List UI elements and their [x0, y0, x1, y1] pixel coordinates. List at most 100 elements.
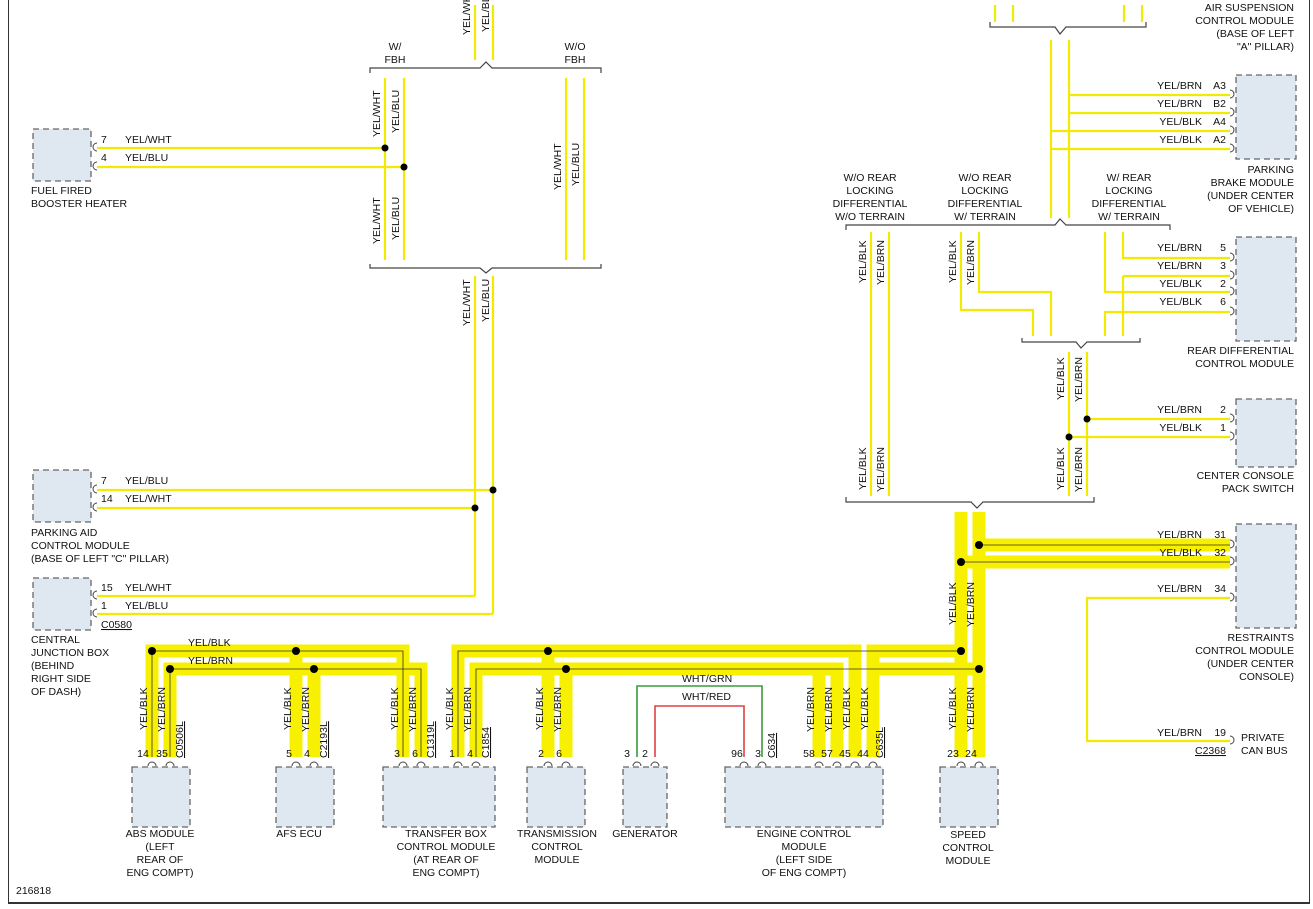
generator-box [622, 766, 668, 828]
svg-text:4: 4 [101, 152, 107, 164]
transmission-module-box [526, 766, 586, 828]
parking-brake-label: PARKING BRAKE MODULE (UNDER CENTER OF VE… [1207, 164, 1294, 215]
svg-text:A2: A2 [1213, 134, 1226, 146]
pin-label-19: 24 [965, 748, 977, 760]
svg-text:W/O: W/O [565, 41, 586, 53]
wire-label-21: YEL/BRN [965, 582, 977, 627]
abs-label: ABS MODULE (LEFT REAR OF ENG COMPT) [126, 828, 195, 879]
brace-bus-bottom [845, 497, 1095, 509]
transfer-box-module-box [382, 766, 496, 828]
ecm-c634-label: C634 [766, 733, 778, 758]
ecm-c635-label: C635L [874, 727, 886, 758]
parking-aid-label: PARKING AID CONTROL MODULE (BASE OF LEFT… [31, 527, 169, 565]
cjb-wire-labels: 15 YEL/WHT 1 YEL/BLU C0580 [101, 582, 172, 631]
abs-module-box [131, 766, 191, 828]
svg-text:CAN BUS: CAN BUS [1241, 745, 1288, 757]
pin-label-17: 44 [857, 748, 869, 760]
pin-label-11: 2 [642, 748, 648, 760]
pin-label-18: 23 [947, 748, 959, 760]
svg-text:(UNDER CENTER: (UNDER CENTER [1207, 658, 1294, 670]
afs-label: AFS ECU [276, 828, 322, 840]
svg-text:YEL/BLU: YEL/BLU [125, 152, 168, 164]
svg-text:W/ TERRAIN: W/ TERRAIN [954, 211, 1016, 223]
svg-text:YEL/BRN: YEL/BRN [1157, 80, 1202, 92]
svg-text:TRANSMISSION: TRANSMISSION [517, 828, 597, 840]
wire-label-15: YEL/BRN [875, 447, 887, 492]
diagram-frame [8, 0, 1310, 904]
wire-label-22: YEL/BLK [138, 687, 150, 730]
svg-text:2: 2 [1220, 278, 1226, 290]
fbh-label: FUEL FIRED BOOSTER HEATER [31, 185, 127, 210]
brace-fbh-bottom [369, 264, 602, 274]
generator-label: GENERATOR [612, 828, 678, 840]
wire-label-24: YEL/BLK [282, 687, 294, 730]
pin-stub-11 [650, 761, 660, 767]
svg-text:7: 7 [101, 134, 107, 146]
pin-label-12: 96 [731, 748, 743, 760]
pin-stub-0 [147, 761, 157, 767]
connector-stubs [92, 89, 1235, 745]
restraints-module-box [1235, 523, 1297, 629]
ecm-label: ENGINE CONTROL MODULE (LEFT SIDE OF ENG … [757, 828, 852, 879]
svg-text:PACK SWITCH: PACK SWITCH [1222, 483, 1294, 495]
wire-label-4: YEL/WHT [371, 197, 383, 244]
wire-label-1: YEL/BLU [480, 0, 492, 32]
pb-wire-labels: YEL/BRN A3 YEL/BRN B2 YEL/BLK A4 YEL/BLK… [1157, 80, 1226, 146]
speed-control-label: SPEED CONTROL MODULE [942, 829, 993, 867]
svg-text:FBH: FBH [565, 54, 586, 66]
svg-text:CONTROL MODULE: CONTROL MODULE [397, 841, 496, 853]
brace-air-bottom [989, 22, 1147, 35]
option-rd-2: W/O REAR LOCKING DIFFERENTIAL W/ TERRAIN [948, 172, 1023, 223]
svg-text:1: 1 [101, 600, 107, 612]
pin-label-9: 6 [556, 748, 562, 760]
wire-label-9: YEL/BLU [480, 279, 492, 322]
svg-text:CONTROL MODULE: CONTROL MODULE [31, 540, 130, 552]
svg-text:CONSOLE): CONSOLE) [1239, 671, 1294, 683]
pin-label-1: 35 [156, 748, 168, 760]
svg-text:CONTROL MODULE: CONTROL MODULE [1195, 358, 1294, 370]
wire-rd-opt2-blk [959, 232, 1035, 336]
pin-label-2: 5 [286, 748, 292, 760]
svg-text:YEL/BLU: YEL/BLU [125, 600, 168, 612]
svg-text:AIR SUSPENSION: AIR SUSPENSION [1205, 2, 1294, 14]
parking-brake-module-box [1235, 74, 1297, 160]
svg-text:YEL/WHT: YEL/WHT [125, 582, 172, 594]
wire-rd-pin6 [1103, 310, 1230, 336]
wire-label-3: YEL/BLU [390, 90, 402, 133]
svg-text:OF ENG COMPT): OF ENG COMPT) [762, 867, 847, 879]
svg-text:LOCKING: LOCKING [961, 185, 1008, 197]
svg-text:W/O REAR: W/O REAR [843, 172, 897, 184]
wire-label-14: YEL/BLK [857, 447, 869, 490]
pin-stub-2 [291, 761, 301, 767]
wire-label-27: YEL/BRN [407, 687, 419, 732]
svg-text:CONTROL MODULE: CONTROL MODULE [1195, 15, 1294, 27]
svg-text:YEL/BLU: YEL/BLU [125, 475, 168, 487]
rear-differential-module-box [1235, 236, 1297, 342]
svg-text:34: 34 [1214, 583, 1226, 595]
pin-stub-17 [868, 761, 878, 767]
wire-label-0: YEL/WHT [461, 0, 473, 35]
air-suspension-label: AIR SUSPENSION CONTROL MODULE (BASE OF L… [1195, 2, 1294, 53]
svg-text:YEL/BRN: YEL/BRN [1157, 583, 1202, 595]
pin-label-0: 14 [137, 748, 149, 760]
wire-label-26: YEL/BLK [389, 687, 401, 730]
center-console-switch-box [1235, 398, 1297, 468]
pin-stub-1 [165, 761, 175, 767]
pin-stub-4 [398, 761, 408, 767]
pin-stub-9 [561, 761, 571, 767]
console-label: CENTER CONSOLE PACK SWITCH [1197, 470, 1294, 495]
engine-control-module-box [724, 766, 884, 828]
svg-text:YEL/BLK: YEL/BLK [1159, 296, 1202, 308]
pin-stub-7 [471, 761, 481, 767]
svg-text:(UNDER CENTER: (UNDER CENTER [1207, 190, 1294, 202]
svg-text:MODULE: MODULE [946, 855, 991, 867]
svg-text:YEL/BRN: YEL/BRN [1157, 260, 1202, 272]
svg-text:YEL/WHT: YEL/WHT [125, 134, 172, 146]
svg-text:1: 1 [1220, 422, 1226, 434]
svg-text:CONTROL: CONTROL [942, 842, 993, 854]
wire-wht-red [654, 705, 745, 757]
parking-aid-module-box [32, 469, 92, 523]
pin-stub-6 [453, 761, 463, 767]
restraints-wire-labels: YEL/BRN 31 YEL/BLK 32 YEL/BRN 34 YEL/BRN… [1157, 529, 1226, 739]
